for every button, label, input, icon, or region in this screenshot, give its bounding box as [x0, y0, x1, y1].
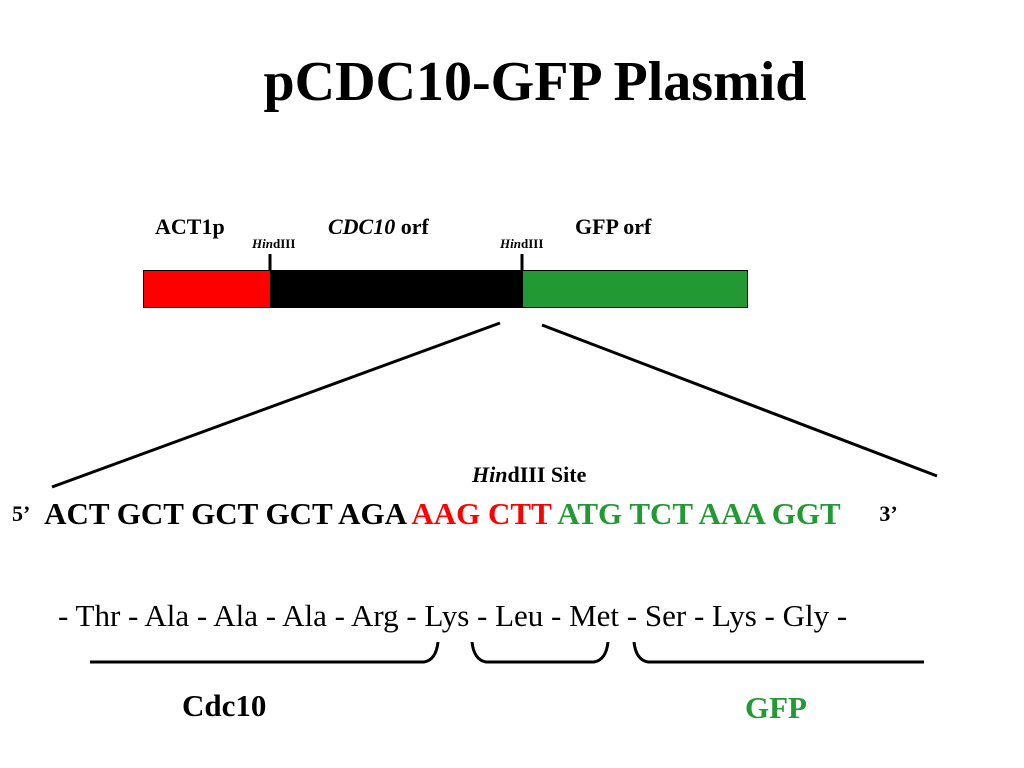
dna-sequence: 5’ ACT GCT GCT GCT AGA AAG CTT ATG TCT A…: [12, 496, 898, 532]
cdc10-codons: ACT GCT GCT GCT AGA: [44, 496, 406, 531]
five-prime-end: 5’: [12, 501, 31, 526]
cdc10-brace: [90, 641, 440, 664]
hindiii-site-title-italic: Hin: [472, 462, 508, 487]
hindiii-codons: AAG CTT: [411, 496, 552, 531]
hindiii-brace: [470, 641, 610, 664]
page-title: pCDC10-GFP Plasmid: [263, 51, 807, 113]
amino-acid-sequence: - Thr - Ala - Ala - Ala - Arg - Lys - Le…: [58, 598, 848, 633]
cdc10-orf-label-rest: orf: [395, 214, 429, 239]
zoom-line-left: [51, 321, 501, 489]
zoom-line-right: [541, 323, 938, 478]
cdc10-orf-label-italic: CDC10: [328, 214, 396, 239]
hindiii-site-label-2: HindIII: [500, 236, 543, 252]
three-prime-end: 3’: [879, 501, 898, 526]
hindiii-site-label-1: HindIII: [252, 236, 295, 252]
gfp-brace: [632, 641, 924, 664]
hindiii-site-title: HindIII Site: [472, 462, 586, 488]
gfp-orf-segment: [522, 270, 748, 308]
gfp-codons: ATG TCT AAA GGT: [557, 496, 841, 531]
hindiii-site-2-rest: dIII: [520, 236, 544, 251]
act1p-label: ACT1p: [155, 214, 225, 239]
cdc10-orf-label: CDC10 orf: [328, 214, 429, 240]
hindiii-site-2-italic: Hin: [500, 236, 521, 251]
act1p-segment: [143, 270, 271, 308]
hindiii-site-1-italic: Hin: [252, 236, 273, 251]
hindiii-site-title-rest: dIII Site: [507, 462, 587, 487]
gfp-protein-label: GFP: [745, 690, 807, 725]
hindiii-site-1-rest: dIII: [272, 236, 296, 251]
cdc10-protein-label: Cdc10: [182, 688, 267, 723]
gfp-orf-label: GFP orf: [575, 214, 652, 239]
cdc10-orf-segment: [270, 270, 523, 308]
